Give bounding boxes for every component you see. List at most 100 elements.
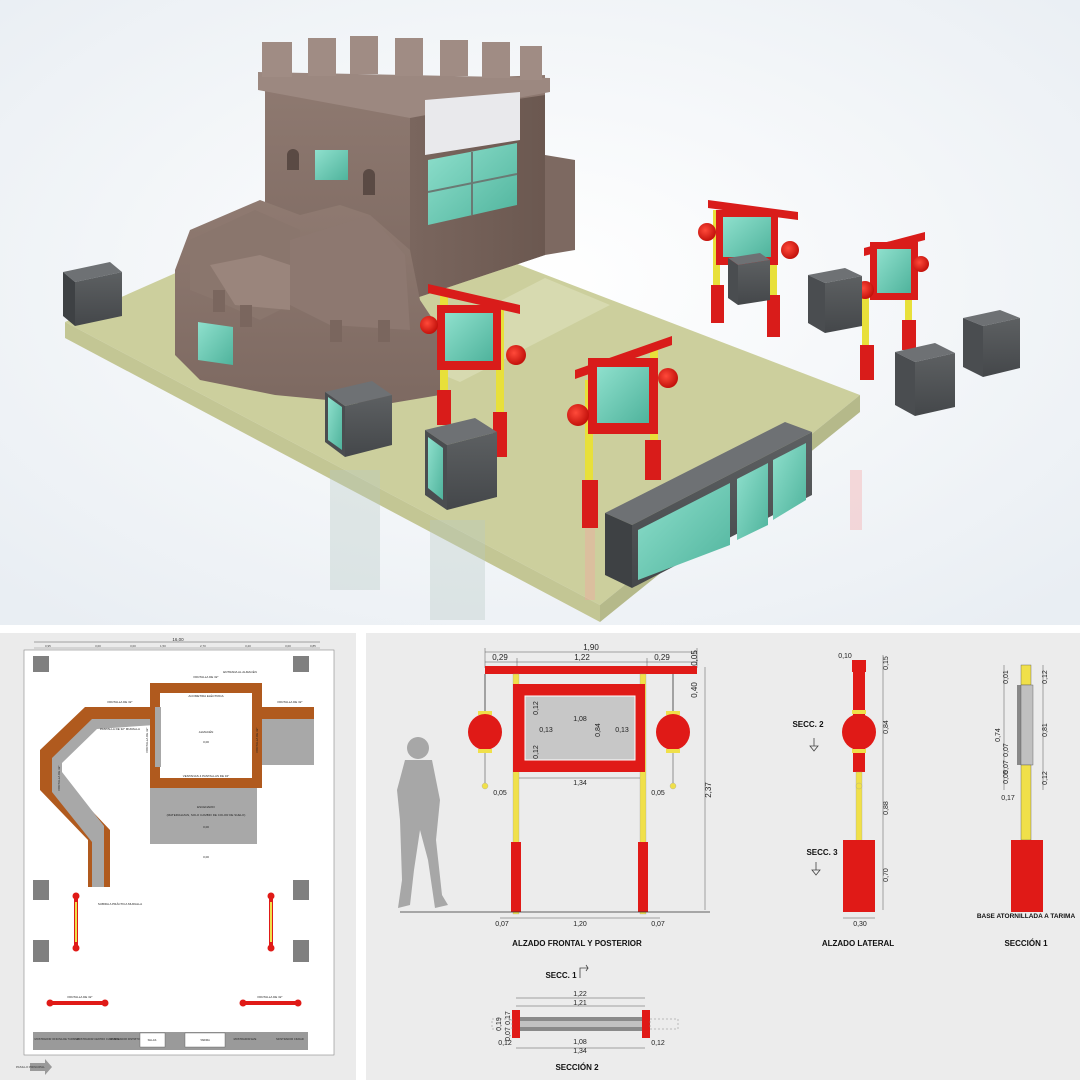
plan-cabinets (33, 656, 309, 962)
plan-dim: 2,70 (200, 644, 206, 648)
front-width-total: 1,90 (583, 643, 599, 652)
s1-d4: 0,81 (1042, 723, 1049, 737)
side-base-w: 0,30 (853, 921, 867, 928)
entry-arrow-icon (30, 1059, 52, 1075)
s1-d3: 0,74 (995, 728, 1002, 742)
s2-l4: 0,12 (498, 1040, 512, 1047)
plan-wall-label: PANTALLA DE 32" (278, 700, 303, 704)
plan-escenario-val: 0,00 (203, 825, 209, 829)
front-elevation: 1,90 0,29 1,22 0,29 0,05 0,40 2,37 1,08 … (400, 643, 713, 948)
plan-floor-val: 0,00 (203, 855, 209, 859)
plan-dim: 0,95 (45, 644, 51, 648)
plan-wall-label: PANTALLA DE 32" (108, 700, 133, 704)
front-top-bar: 0,05 (690, 650, 699, 666)
front-width-right: 0,29 (654, 653, 670, 662)
plan-almacen-val: 0,00 (203, 740, 209, 744)
plan-counter-label: MOSTRADOR OFICINA DE TURISMO (35, 1037, 80, 1041)
plan-labels: PANTALLA DE 32" PANTALLA DE 32" PANTALLA… (57, 669, 302, 999)
plan-pantalla-bottom: PANTALLA DE 32" (68, 995, 93, 999)
s2-secc1: SECC. 1 (545, 971, 577, 980)
s2-mid: 1,08 (573, 1039, 587, 1046)
plan-dim: 1,50 (160, 644, 166, 648)
plan-counter-label: TARIMA (200, 1038, 210, 1042)
plan-counter-label: MOSTRADOR EVE (234, 1037, 257, 1041)
cabinet-2 (325, 381, 392, 457)
cabinet-1 (63, 262, 122, 326)
long-counter (605, 422, 812, 588)
front-frame-top: 0,12 (533, 701, 540, 715)
s1-title: SECCIÓN 1 (1004, 939, 1048, 948)
front-frame-side: 0,13 (539, 727, 553, 734)
plan-pantalla-bottom: PANTALLA DE 32" (258, 995, 283, 999)
s2-l3: 0,07 (505, 1027, 512, 1041)
side-post-h: 0,88 (883, 801, 890, 815)
side-top-w: 0,10 (838, 653, 852, 660)
front-title: ALZADO FRONTAL Y POSTERIOR (512, 939, 642, 948)
front-post-l: 0,05 (493, 790, 507, 797)
cabinet-6 (963, 310, 1020, 377)
section-1: 0,01 0,12 0,74 0,81 0,07 0,05 0,07 0,12 … (977, 664, 1076, 948)
plan-dim: 3,00 (130, 644, 136, 648)
plan-counters: MOSTRADOR OFICINA DE TURISMO MOSTRADOR C… (16, 1032, 308, 1075)
front-frame-bottom: 0,12 (533, 745, 540, 759)
curved-wall (175, 200, 440, 405)
kiosk-2 (567, 336, 678, 528)
plan-kiosks (46, 892, 302, 1007)
plan-counter-label: SILLAS (148, 1038, 157, 1042)
section-2: SECC. 1 1,22 1,21 0,17 0,19 0,07 0,12 1,… (491, 964, 679, 1072)
side-top-h: 0,15 (883, 656, 890, 670)
wall-screen (198, 322, 233, 365)
arrow-down-icon (809, 738, 819, 752)
cabinet-4 (728, 253, 770, 305)
plan-dim: 3,00 (285, 644, 291, 648)
s2-l1: 0,17 (505, 1011, 512, 1025)
front-screen-h: 0,84 (595, 723, 602, 737)
kiosk-1 (420, 284, 526, 457)
plan-dim: 3,00 (95, 644, 101, 648)
tower-side-screen (315, 150, 348, 180)
front-lantern-drop: 0,40 (690, 682, 699, 698)
plan-escenario-sub: (MATERIALIZAN, SOLO CAMBIO DE COLOR DE S… (167, 813, 246, 817)
arrow-right-icon (579, 964, 589, 978)
tower-banner (425, 92, 520, 155)
side-base-h: 0,70 (883, 868, 890, 882)
plan-counter-label: MOSTRADOR DISTRITO (110, 1037, 140, 1041)
side-secc3: SECC. 3 (806, 848, 838, 857)
s1-d7: 0,07 (1003, 760, 1010, 774)
person-silhouette-icon (397, 737, 448, 908)
front-width-mid: 1,22 (574, 653, 590, 662)
plan-escenario: ESCENARIO (197, 805, 215, 809)
render-3d (0, 0, 1080, 625)
s1-d8: 0,12 (1042, 771, 1049, 785)
s1-d1: 0,01 (1003, 670, 1010, 684)
side-title: ALZADO LATERAL (822, 939, 894, 948)
plan-wall-label: PANTALLA DE 32" (57, 766, 61, 791)
elevations-panel: 1,90 0,29 1,22 0,29 0,05 0,40 2,37 1,08 … (366, 633, 1080, 1080)
front-post-r: 0,05 (651, 790, 665, 797)
front-width-left: 0,29 (492, 653, 508, 662)
plan-entry: PASILLO PRINCIPAL (16, 1065, 45, 1069)
side-secc2: SECC. 2 (792, 720, 824, 729)
s1-d6: 0,05 (1003, 770, 1010, 784)
plan-entrada: ENTRADA AL ALMACÉN (223, 669, 257, 674)
side-mid-h: 0,84 (883, 720, 890, 734)
s2-l2: 0,19 (496, 1017, 503, 1031)
plan-counter-label: MOSTRADOR CENTRO CULTURAL (77, 1037, 120, 1041)
plan-almacen: ALMACÉN (199, 729, 214, 734)
plan-wall-label: PANTALLA DE 32" (194, 675, 219, 679)
front-height-total: 2,37 (704, 782, 713, 798)
side-elevation: 0,10 0,15 0,84 0,88 0,70 0,30 SECC. 2 SE… (792, 653, 894, 948)
kiosk-frames (420, 200, 929, 528)
plan-stage (150, 788, 257, 844)
s2-w2: 1,21 (573, 1000, 587, 1007)
display-cabinets (63, 253, 1020, 588)
plan-center-label: SUBIDA A PRÁCTICA MURALLA (98, 902, 142, 906)
front-base-left: 0,07 (495, 921, 509, 928)
plan-wall-label: PANTALLA DE 32" (255, 728, 259, 753)
s1-d2: 0,12 (1042, 670, 1049, 684)
s1-note: BASE ATORNILLADA A TARIMA (977, 913, 1076, 920)
front-base-right: 0,07 (651, 921, 665, 928)
s2-right: 0,12 (651, 1040, 665, 1047)
floor-reflection (330, 470, 862, 620)
